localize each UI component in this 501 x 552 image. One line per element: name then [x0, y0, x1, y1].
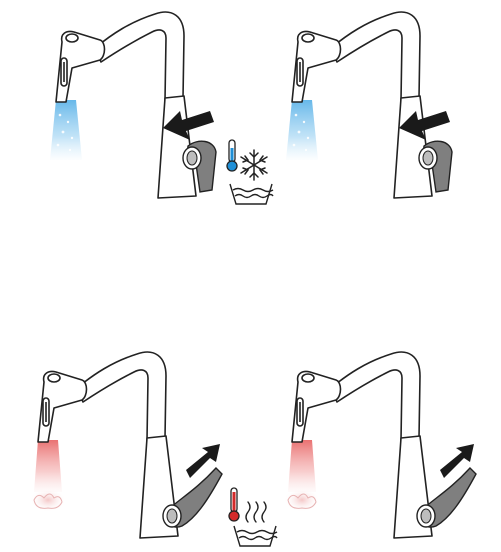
thermometer-icon — [229, 488, 239, 521]
hot-water-stream — [30, 440, 66, 512]
water-basin-icon — [230, 184, 273, 204]
water-basin-icon — [234, 526, 277, 546]
faucet-body — [38, 352, 178, 538]
cold-water-stream — [286, 100, 318, 160]
hot-water-stream — [284, 440, 320, 512]
cold-pictogram — [227, 140, 273, 204]
panel-cold-1 — [50, 12, 273, 204]
faucet-body — [56, 12, 196, 198]
cold-water-stream — [50, 100, 82, 160]
panel-cold-2 — [286, 12, 452, 198]
panel-hot-1 — [30, 352, 277, 546]
snowflake-icon — [241, 150, 267, 180]
panel-hot-2 — [284, 352, 476, 538]
faucet-body — [292, 352, 432, 538]
faucet-body — [292, 12, 432, 198]
hot-pictogram — [229, 488, 277, 546]
steam-icon — [246, 502, 266, 522]
thermometer-icon — [227, 140, 237, 171]
